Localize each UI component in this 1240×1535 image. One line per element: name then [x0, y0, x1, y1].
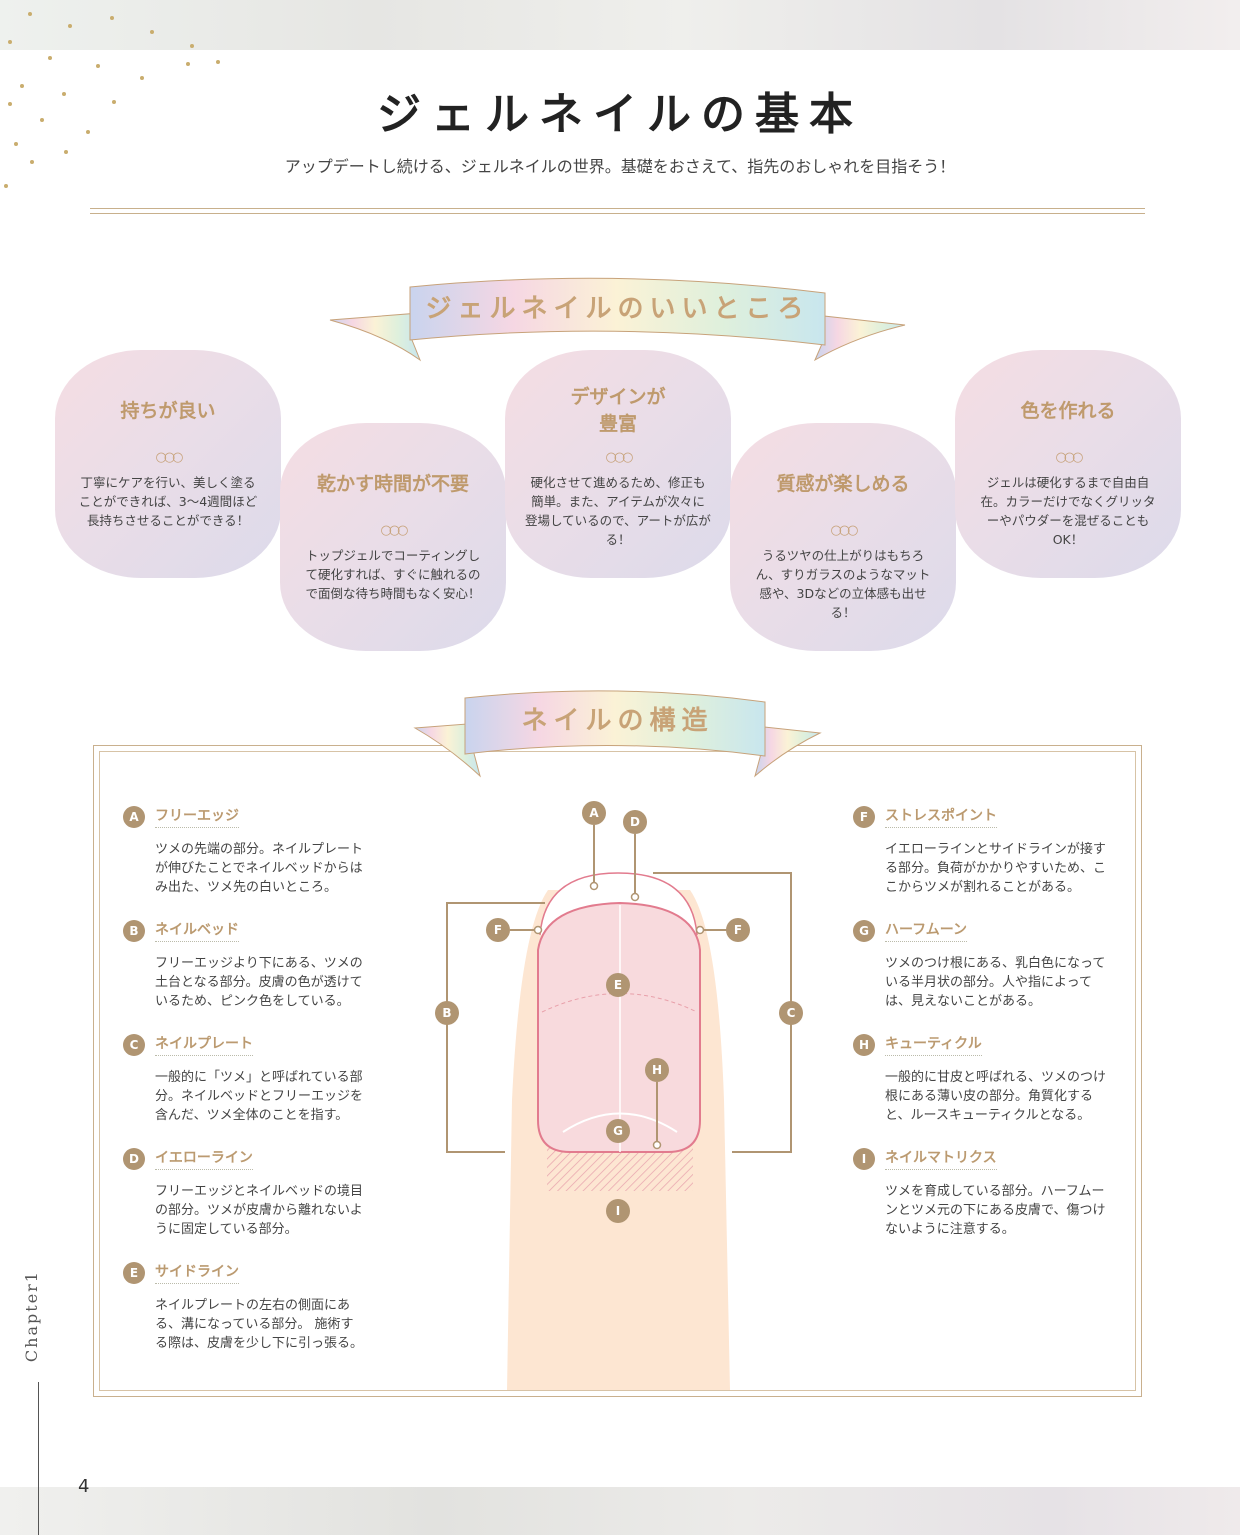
- diagram-marker-f-right: F: [726, 918, 750, 942]
- merit-card: 色を作れる ○○○ ジェルは硬化するまで自由自在。カラーだけでなくグリッターやパ…: [955, 350, 1181, 578]
- letter-badge: G: [853, 919, 875, 942]
- part-title: ネイルプレート: [155, 1033, 253, 1056]
- merit-card: 持ちが良い ○○○ 丁寧にケアを行い、美しく塗ることができれば、3～4週間ほど長…: [55, 350, 281, 578]
- part-desc: フリーエッジとネイルベッドの境目の部分。ツメが皮膚から離れないように固定している…: [155, 1184, 364, 1237]
- ribbon-structure-title: ネイルの構造: [521, 706, 714, 736]
- merit-body: ジェルは硬化するまで自由自在。カラーだけでなくグリッターやパウダーを混ぜることも…: [980, 475, 1156, 547]
- ribbon-banner-structure: [413, 690, 822, 778]
- merit-title: 持ちが良い: [120, 399, 216, 422]
- part-item: C ネイルプレート一般的に「ツメ」と呼ばれている部分。ネイルベッドとフリーエッジを…: [123, 1033, 363, 1125]
- merit-title: 質感が楽しめる: [776, 472, 910, 495]
- merit-title: 色を作れる: [1020, 399, 1116, 422]
- part-item: A フリーエッジツメの先端の部分。ネイルプレートが伸びたことでネイルベッドからはみ…: [123, 805, 363, 897]
- part-desc: イエローラインとサイドラインが接する部分。負荷がかかりやすいため、ここからツメが…: [885, 842, 1107, 895]
- part-item: F ストレスポイントイエローラインとサイドラインが接する部分。負荷がかかりやすいた…: [853, 805, 1113, 897]
- part-desc: ツメのつけ根にある、乳白色になっている半月状の部分。人や指によっては、見えないこ…: [885, 956, 1106, 1009]
- letter-badge: H: [853, 1033, 875, 1056]
- letter-badge: E: [123, 1261, 145, 1284]
- part-title: サイドライン: [155, 1261, 239, 1284]
- diagram-marker-c: C: [779, 1001, 803, 1025]
- merit-title: 乾かす時間が不要: [316, 472, 469, 495]
- ribbon-banner-merits: [329, 277, 906, 362]
- part-item: E サイドラインネイルプレートの左右の側面にある、溝になっている部分。 施術する際…: [123, 1261, 363, 1353]
- ornament-icon: ○○○: [830, 523, 858, 538]
- merit-body: 硬化させて進めるため、修正も簡単。また、アイテムが次々に登場しているので、アート…: [525, 475, 711, 547]
- part-title: キューティクル: [885, 1033, 982, 1056]
- diagram-marker-d: D: [623, 810, 647, 834]
- ornament-icon: ○○○: [155, 450, 183, 465]
- page-title: ジェルネイルの基本: [377, 89, 863, 140]
- part-desc: 一般的に甘皮と呼ばれる、ツメのつけ根にある薄い皮の部分。角質化すると、ルースキュ…: [885, 1070, 1107, 1123]
- diagram-marker-b: B: [435, 1001, 459, 1025]
- ornament-icon: ○○○: [605, 450, 633, 465]
- letter-badge: F: [853, 805, 875, 828]
- part-title: ネイルベッド: [155, 919, 239, 942]
- chapter-label: Chapter1: [22, 1270, 41, 1363]
- ornament-icon: ○○○: [380, 523, 408, 538]
- letter-badge: D: [123, 1147, 145, 1170]
- letter-badge: I: [853, 1147, 875, 1170]
- part-title: イエローライン: [155, 1147, 253, 1170]
- diagram-marker-g: G: [606, 1119, 630, 1143]
- part-item: H キューティクル一般的に甘皮と呼ばれる、ツメのつけ根にある薄い皮の部分。角質化す…: [853, 1033, 1113, 1125]
- merit-title: デザインが豊富: [570, 386, 666, 435]
- merit-card: デザインが豊富 ○○○ 硬化させて進めるため、修正も簡単。また、アイテムが次々に…: [505, 350, 731, 578]
- merit-body: 丁寧にケアを行い、美しく塗ることができれば、3～4週間ほど長持ちさせることができ…: [78, 475, 258, 528]
- chapter-rule: [38, 1382, 39, 1535]
- letter-badge: B: [123, 919, 145, 942]
- merit-body: うるツヤの仕上がりはもちろん、すりガラスのようなマット感や、3Dなどの立体感も出…: [755, 548, 931, 620]
- diagram-marker-f-left: F: [486, 918, 510, 942]
- part-title: ストレスポイント: [885, 805, 997, 828]
- diagram-marker-i: I: [606, 1199, 630, 1223]
- part-desc: フリーエッジより下にある、ツメの土台となる部分。皮膚の色が透けているため、ピンク…: [155, 956, 363, 1009]
- page-number: 4: [78, 1476, 90, 1497]
- page-subtitle: アップデートし続ける、ジェルネイルの世界。基礎をおさえて、指先のおしゃれを目指そ…: [284, 157, 956, 176]
- part-item: I ネイルマトリクスツメを育成している部分。ハーフムーンとツメ元の下にある皮膚で、…: [853, 1147, 1113, 1239]
- diagram-marker-a: A: [582, 801, 606, 825]
- part-desc: ネイルプレートの左右の側面にある、溝になっている部分。 施術する際は、皮膚を少し…: [155, 1298, 364, 1351]
- merit-body: トップジェルでコーティングして硬化すれば、すぐに触れるので面倒な待ち時間もなく安…: [305, 548, 481, 601]
- part-desc: ツメの先端の部分。ネイルプレートが伸びたことでネイルベッドからはみ出た、ツメ先の…: [155, 842, 364, 895]
- part-title: フリーエッジ: [155, 805, 239, 828]
- ribbon-merits-title: ジェルネイルのいいところ: [425, 294, 810, 324]
- structure-frame-inner: [99, 751, 1136, 1391]
- part-item: B ネイルベッドフリーエッジより下にある、ツメの土台となる部分。皮膚の色が透けてい…: [123, 919, 363, 1011]
- part-desc: 一般的に「ツメ」と呼ばれている部分。ネイルベッドとフリーエッジを含んだ、ツメ全体…: [155, 1070, 364, 1123]
- diagram-marker-e: E: [606, 973, 630, 997]
- merit-card: 乾かす時間が不要 ○○○ トップジェルでコーティングして硬化すれば、すぐに触れる…: [280, 423, 506, 651]
- part-title: ハーフムーン: [885, 919, 968, 942]
- diagram-marker-h: H: [645, 1058, 669, 1082]
- part-title: ネイルマトリクス: [885, 1147, 997, 1170]
- letter-badge: A: [123, 805, 145, 828]
- merit-card: 質感が楽しめる ○○○ うるツヤの仕上がりはもちろん、すりガラスのようなマット感…: [730, 423, 956, 651]
- part-desc: ツメを育成している部分。ハーフムーンとツメ元の下にある皮膚で、傷つけないように注…: [885, 1184, 1106, 1237]
- footer-texture-band: [0, 1487, 1240, 1535]
- part-item: D イエローラインフリーエッジとネイルベッドの境目の部分。ツメが皮膚から離れないよ…: [123, 1147, 363, 1239]
- letter-badge: C: [123, 1033, 145, 1056]
- ornament-icon: ○○○: [1055, 450, 1083, 465]
- title-divider: [90, 208, 1145, 214]
- part-item: G ハーフムーンツメのつけ根にある、乳白色になっている半月状の部分。人や指によって…: [853, 919, 1113, 1011]
- header-texture-band: [0, 0, 1240, 50]
